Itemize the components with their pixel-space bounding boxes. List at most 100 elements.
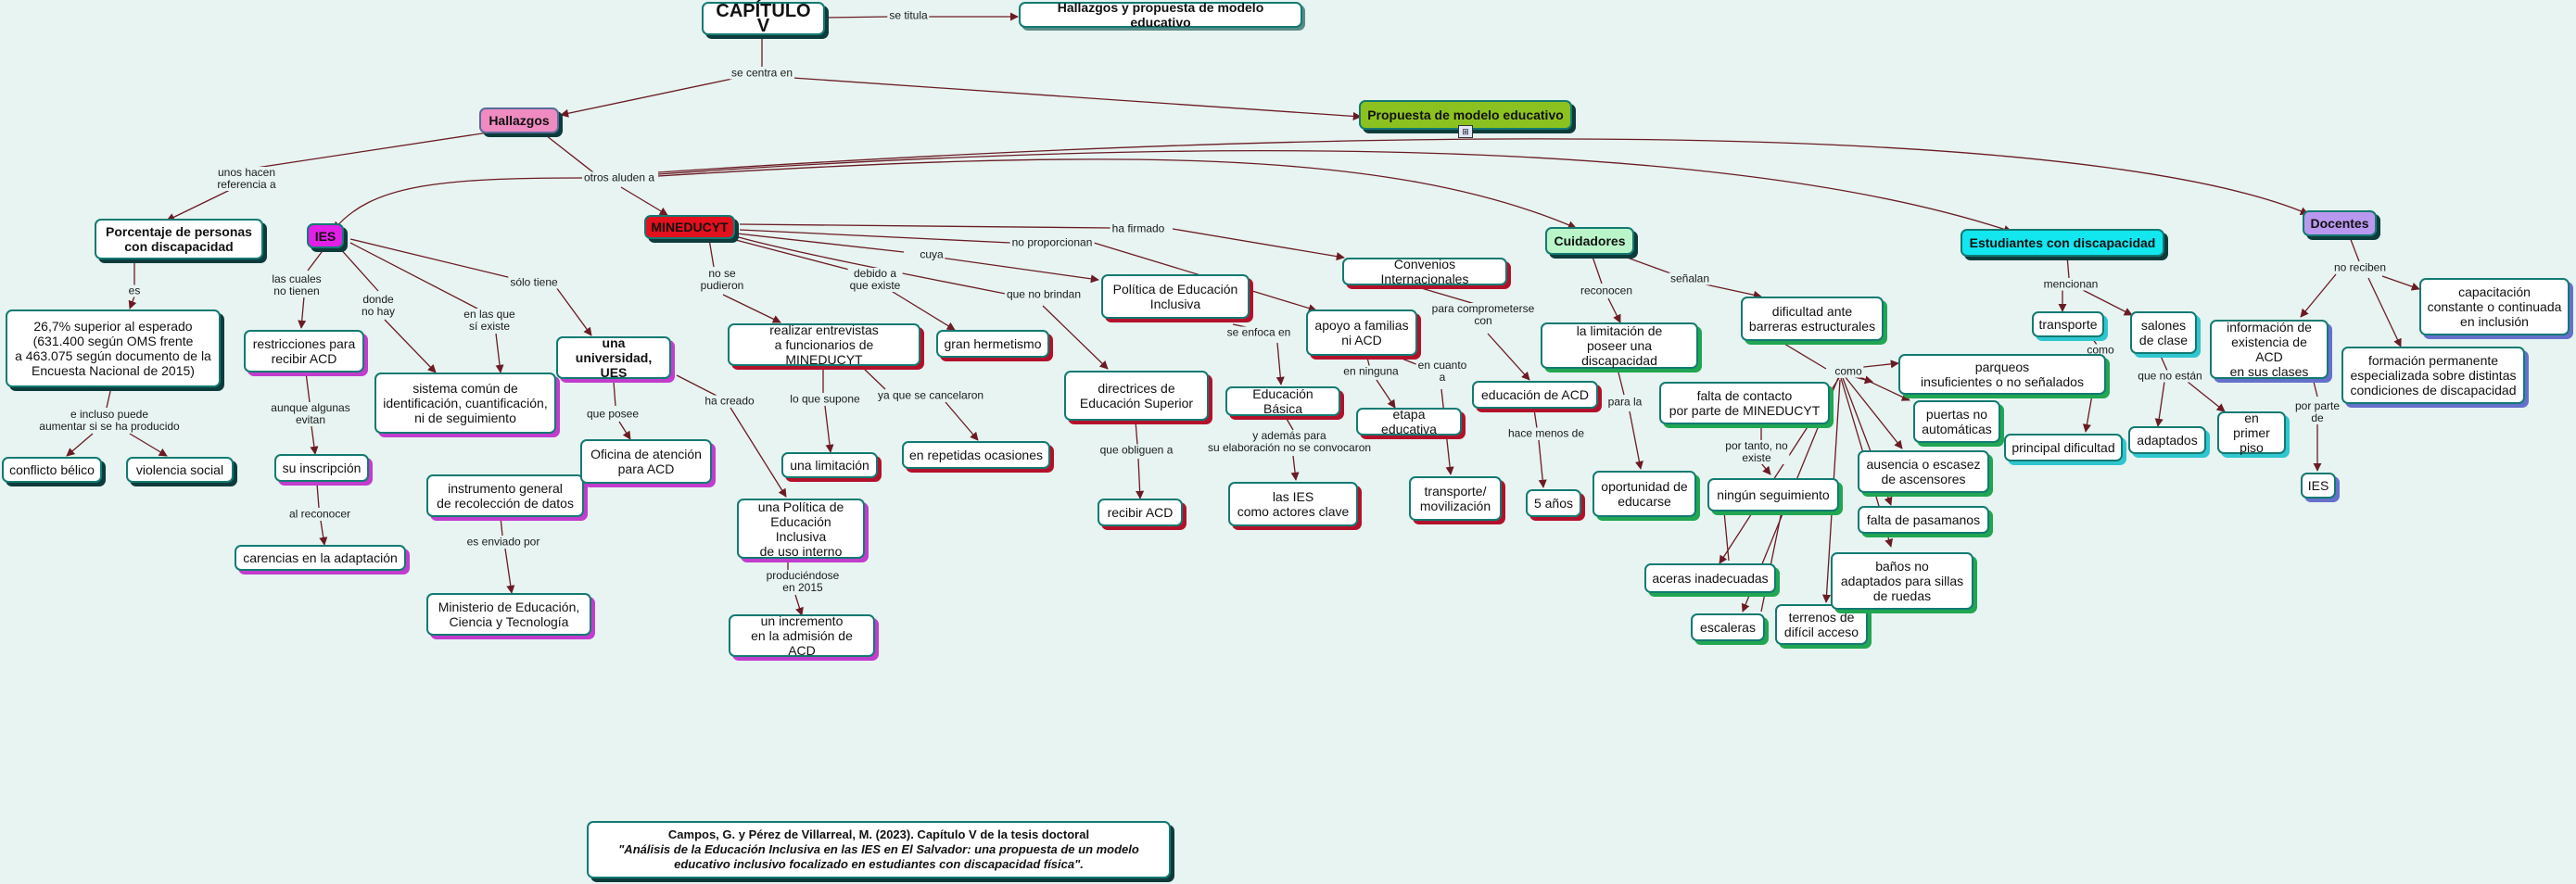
- concept-sistema-comun[interactable]: sistema común de identificación, cuantif…: [374, 373, 556, 434]
- edge-dificultad-como: [1779, 340, 1827, 370]
- concept-transporte-movilizacion[interactable]: transporte/ movilización: [1409, 476, 1502, 521]
- concept-ies-docentes[interactable]: IES: [2301, 473, 2336, 499]
- concept-capitulo-v[interactable]: CAPÍTULO V: [702, 2, 825, 35]
- edge-cuidadores-reconocen: [1592, 256, 1603, 284]
- edge-hafirmado-convenios: [1172, 228, 1345, 261]
- concept-propuesta[interactable]: Propuesta de modelo educativo: [1359, 100, 1572, 130]
- concept-oportunidad[interactable]: oportunidad de educarse: [1593, 471, 1696, 517]
- concept-las-ies-actores[interactable]: las IES como actores clave: [1228, 482, 1358, 526]
- edge-valor-incluso: [106, 386, 112, 409]
- concept-docentes[interactable]: Docentes: [2303, 210, 2377, 236]
- concept-politica-interno[interactable]: una Política de Educación Inclusiva de u…: [737, 499, 865, 559]
- link-por-parte-de: por parte de: [2292, 399, 2342, 424]
- concept-porcentaje-valor[interactable]: 26,7% superior al esperado (631.400 segú…: [6, 309, 221, 387]
- edge-universidad-hacreado: [676, 374, 719, 398]
- concept-formacion[interactable]: formación permanente especializada sobre…: [2341, 347, 2525, 404]
- concept-cuidadores[interactable]: Cuidadores: [1545, 227, 1634, 255]
- concept-gran-hermetismo[interactable]: gran hermetismo: [936, 330, 1049, 358]
- concept-etapa-educativa[interactable]: etapa educativa: [1356, 407, 1462, 436]
- concept-ies[interactable]: IES: [307, 223, 344, 248]
- edge-aunque-inscripcion: [310, 425, 319, 455]
- concept-una-universidad[interactable]: una universidad, UES: [556, 335, 671, 380]
- concept-instrumento[interactable]: instrumento general de recolección de da…: [426, 474, 584, 517]
- concept-adaptados[interactable]: adaptados: [2128, 426, 2206, 454]
- link-ha-firmado: ha firmado: [1110, 221, 1167, 235]
- concept-convenios[interactable]: Convenios Internacionales: [1342, 257, 1507, 286]
- concept-porcentaje[interactable]: Porcentaje de personas con discapacidad: [95, 219, 263, 259]
- edge-convenios-paracomprometerse: [1417, 286, 1482, 307]
- concept-educacion-acd[interactable]: educación de ACD: [1472, 381, 1598, 409]
- concept-principal-dificultad[interactable]: principal dificultad: [2004, 434, 2123, 461]
- concept-pasamanos[interactable]: falta de pasamanos: [1858, 506, 1989, 534]
- edge-incluso-conflicto: [66, 433, 94, 457]
- concept-violencia-social[interactable]: violencia social: [126, 457, 234, 483]
- concept-primer-piso[interactable]: en primer piso: [2217, 410, 2286, 455]
- edge-como-ascensores: [1844, 375, 1903, 449]
- concept-hallazgos-propuesta[interactable]: Hallazgos y propuesta de modelo educativ…: [1019, 0, 1302, 30]
- edge-mineducyt-noproporcionan: [739, 229, 1011, 244]
- concept-falta-contacto[interactable]: falta de contacto por parte de MINEDUCYT: [1659, 382, 1830, 424]
- concept-incremento[interactable]: un incremento en la admisión de ACD: [729, 613, 875, 658]
- concept-banos[interactable]: baños no adaptados para sillas de ruedas: [1831, 552, 1973, 610]
- edge-seenfoca-basica: [1275, 342, 1285, 385]
- link-y-ademas: y además para su elaboración no se convo…: [1205, 429, 1374, 454]
- concept-politica-inclusiva[interactable]: Política de Educación Inclusiva: [1101, 274, 1250, 319]
- concept-mineducyt[interactable]: MINEDUCYT: [644, 215, 735, 239]
- concept-carencias[interactable]: carencias en la adaptación: [235, 545, 406, 571]
- concept-estudiantes[interactable]: Estudiantes con discapacidad: [1961, 229, 2164, 257]
- concept-informacion-acd[interactable]: información de existencia de ACD en sus …: [2210, 320, 2329, 379]
- edge-docentes-noreciben: [2349, 236, 2360, 262]
- concept-realizar-entrevistas[interactable]: realizar entrevistas a funcionarios de M…: [728, 322, 920, 367]
- edge-yademas-ies: [1290, 455, 1300, 481]
- edge-debido-hermetismo: [884, 286, 956, 331]
- concept-ningun-seguimiento[interactable]: ningún seguimiento: [1707, 478, 1839, 511]
- submap-link-icon[interactable]: ⊞: [1458, 125, 1473, 138]
- link-que-obliguen: que obliguen a: [1098, 443, 1175, 457]
- edge-restricciones-aunque: [305, 372, 311, 403]
- edge-otros-docentes: [657, 138, 2309, 215]
- concept-escaleras[interactable]: escaleras: [1691, 613, 1765, 641]
- link-ha-creado: ha creado: [703, 394, 756, 408]
- concept-hallazgos[interactable]: Hallazgos: [479, 107, 559, 133]
- concept-limitacion-discapacidad[interactable]: la limitación de poseer una discapacidad: [1541, 322, 1698, 369]
- concept-ascensores[interactable]: ausencia o escasez de ascensores: [1858, 450, 1989, 493]
- concept-ministerio[interactable]: Ministerio de Educación, Ciencia y Tecno…: [426, 593, 591, 636]
- link-como2: como: [2085, 343, 2116, 357]
- concept-aceras[interactable]: aceras inadecuadas: [1644, 563, 1776, 593]
- edge-cuidadores-senalan: [1621, 255, 1674, 275]
- link-lo-que-supone: lo que supone: [788, 392, 862, 406]
- concept-restricciones[interactable]: restricciones para recibir ACD: [244, 330, 364, 373]
- link-se-centra-en: se centra en: [729, 66, 795, 80]
- link-las-cuales: las cuales no tienen: [270, 272, 324, 297]
- link-no-se-pudieron: no se pudieron: [698, 267, 746, 292]
- concept-recibir-acd[interactable]: recibir ACD: [1098, 499, 1183, 526]
- edge-unoshacen-porcentaje: [166, 189, 231, 221]
- link-para-comprometerse: para comprometerse con: [1429, 302, 1537, 327]
- edge-entrevistas-yaque: [861, 366, 886, 390]
- link-por-tanto: por tanto, no existe: [1723, 439, 1790, 464]
- concept-directrices[interactable]: directrices de Educación Superior: [1064, 371, 1209, 421]
- link-se-enfoca: se enfoca en: [1225, 325, 1293, 339]
- link-es-enviado: es enviado por: [464, 535, 542, 549]
- concept-una-limitacion[interactable]: una limitación: [781, 452, 878, 478]
- concept-puertas[interactable]: puertas no automáticas: [1913, 400, 2000, 443]
- concept-salones[interactable]: salones de clase: [2130, 311, 2197, 354]
- concept-educacion-basica[interactable]: Educación Básica: [1225, 386, 1340, 416]
- concept-5-anos[interactable]: 5 años: [1526, 489, 1581, 517]
- concept-su-inscripcion[interactable]: su inscripción: [274, 454, 369, 482]
- concept-terrenos[interactable]: terrenos de difícil acceso: [1775, 604, 1868, 645]
- concept-apoyo-familias[interactable]: apoyo a familias ni ACD: [1306, 309, 1417, 356]
- concept-dificultad-barreras[interactable]: dificultad ante barreras estructurales: [1741, 297, 1884, 341]
- concept-capacitacion[interactable]: capacitación constante o continuada en i…: [2419, 278, 2570, 335]
- concept-repetidas-ocasiones[interactable]: en repetidas ocasiones: [902, 441, 1050, 469]
- concept-oficina[interactable]: Oficina de atención para ACD: [580, 439, 712, 484]
- link-en-las-que: en las que sí existe: [462, 308, 517, 333]
- concept-parqueos[interactable]: parqueos insuficientes o no señalados: [1898, 354, 2106, 395]
- concept-transporte[interactable]: transporte: [2032, 311, 2104, 337]
- link-es: es: [126, 284, 143, 297]
- edge-ies-enlasque: [349, 242, 478, 309]
- concept-conflicto-belico[interactable]: conflicto bélico: [2, 457, 102, 483]
- edge-senalan-dificultad: [1705, 284, 1762, 299]
- edge-cuya-politica: [926, 255, 1099, 284]
- edge-limitacion-parala: [1617, 368, 1625, 396]
